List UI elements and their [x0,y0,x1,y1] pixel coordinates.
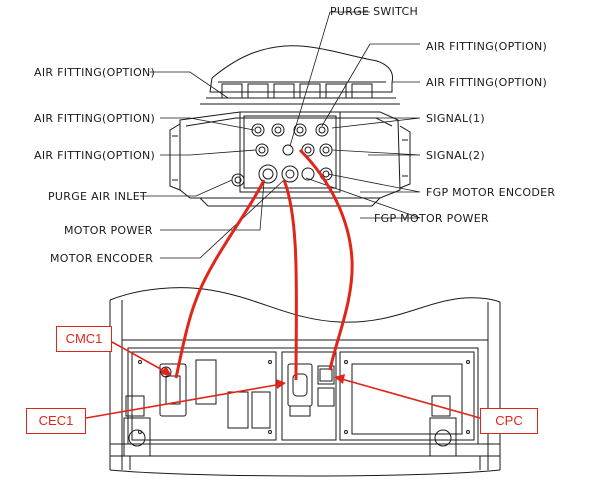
label-purge-air-inlet: PURGE AIR INLET [48,190,147,203]
label-air-fitting-top-right: AIR FITTING(OPTION) [426,40,548,53]
label-air-fitting-right: AIR FITTING(OPTION) [426,76,548,89]
upper-unit-connectors [231,123,333,187]
label-signal-1: SIGNAL(1) [426,112,485,125]
upper-unit-housing [169,45,411,207]
label-motor-encoder: MOTOR ENCODER [50,252,154,265]
lower-cabinet [109,287,501,477]
callout-cpc: CPC [480,408,538,434]
arrowheads [160,366,345,389]
pointer-cec1 [85,383,283,419]
label-air-fitting-top-left: AIR FITTING(OPTION) [34,66,156,79]
leader-lines [140,11,421,259]
label-air-fitting-mid-left: AIR FITTING(OPTION) [34,112,156,125]
label-air-fitting-lower-left: AIR FITTING(OPTION) [34,149,156,162]
label-motor-power: MOTOR POWER [64,224,153,237]
pointer-cpc [337,377,481,419]
label-purge-switch: PURGE SWITCH [330,5,419,18]
callout-cmc1: CMC1 [56,326,112,352]
red-annotations [85,148,481,419]
cable-motor-power [174,179,266,379]
cable-motor-encoder [282,179,298,381]
label-signal-2: SIGNAL(2) [426,149,485,162]
casters [123,395,457,457]
cable-fgp-motor [298,148,354,371]
label-fgp-motor-encoder: FGP MOTOR ENCODER [426,186,556,199]
label-fgp-motor-power: FGP MOTOR POWER [374,212,489,225]
callout-cec1: CEC1 [26,408,86,434]
cabinet-connectors [159,363,335,417]
pointer-cmc1 [111,341,167,373]
